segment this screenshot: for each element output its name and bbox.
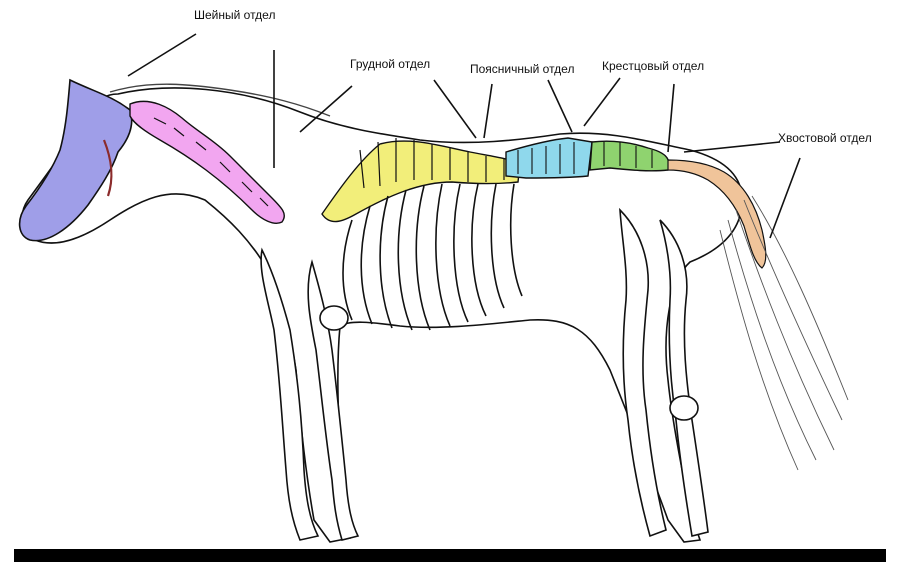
pointer-sacral-a <box>584 78 620 126</box>
hock-hind <box>670 396 698 420</box>
label-cervical: Шейный отдел <box>194 8 275 22</box>
label-lumbar: Поясничный отдел <box>470 62 574 76</box>
tail-hair <box>720 196 848 470</box>
label-sacral: Крестцовый отдел <box>602 59 704 73</box>
pointer-lumbar-b <box>484 84 492 138</box>
pointer-cervical-a <box>128 34 196 76</box>
label-thoracic: Грудной отдел <box>350 57 430 71</box>
pointer-caudal-b <box>770 158 800 238</box>
ground-line <box>14 549 886 562</box>
pointer-lumbar-a <box>434 80 476 138</box>
label-caudal: Хвостовой отдел <box>778 131 872 145</box>
knee-front <box>320 306 348 330</box>
pointer-sacral-b <box>668 84 674 152</box>
pointer-lumbar-c <box>548 80 572 132</box>
pointer-caudal-a <box>684 142 780 152</box>
